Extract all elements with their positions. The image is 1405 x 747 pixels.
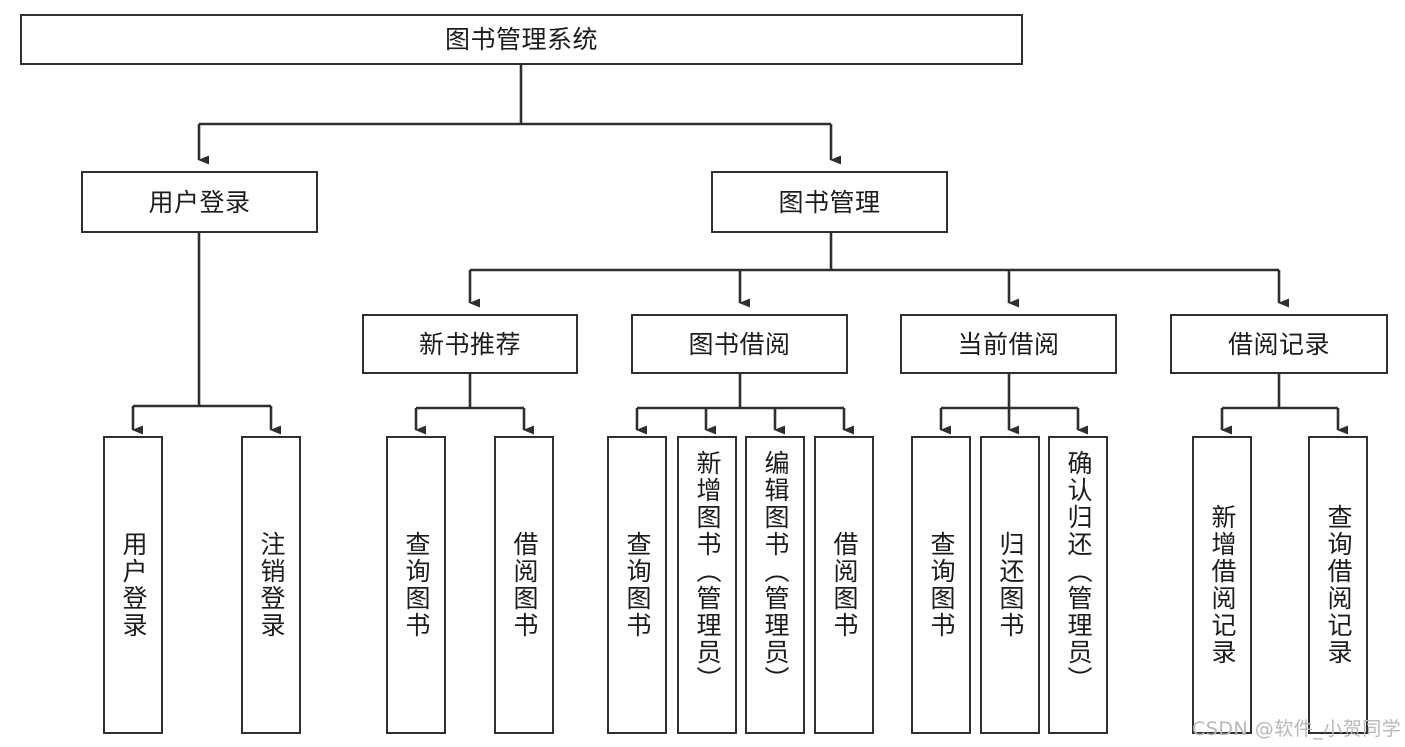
node-label: 借阅图书 [510,531,539,639]
node-book-management[interactable]: 图书管理 [711,171,948,233]
leaf-borrow-book-newbook[interactable]: 借阅图书 [494,436,554,734]
leaf-confirm-return-admin[interactable]: 确认归还（管理员） [1048,436,1108,734]
node-borrow-record[interactable]: 借阅记录 [1170,314,1388,374]
node-label: 当前借阅 [957,329,1060,359]
leaf-edit-book-admin[interactable]: 编辑图书（管理员） [745,436,805,734]
node-user-login[interactable]: 用户登录 [81,171,318,233]
leaf-query-book-newbook[interactable]: 查询图书 [386,436,446,734]
node-label: 图书借阅 [688,329,791,359]
node-label: 用户登录 [148,187,251,217]
node-label: 新增借阅记录 [1208,504,1237,666]
node-root-system[interactable]: 图书管理系统 [20,14,1023,65]
node-label: 查询图书 [623,531,652,639]
node-label: 编辑图书（管理员） [761,450,790,693]
leaf-add-borrow-record[interactable]: 新增借阅记录 [1192,436,1252,734]
leaf-query-book-borrow[interactable]: 查询图书 [607,436,667,734]
node-label: 图书管理系统 [444,25,598,54]
node-label: 归还图书 [996,531,1025,639]
leaf-query-borrow-record[interactable]: 查询借阅记录 [1308,436,1368,734]
node-label: 查询借阅记录 [1324,504,1353,666]
node-book-borrow[interactable]: 图书借阅 [631,314,848,374]
node-new-book-recommend[interactable]: 新书推荐 [362,314,578,374]
leaf-user-login[interactable]: 用户登录 [103,436,163,734]
node-label: 新书推荐 [418,329,521,359]
node-label: 查询图书 [402,531,431,639]
leaf-query-book-current[interactable]: 查询图书 [911,436,971,734]
leaf-logout[interactable]: 注销登录 [241,436,301,734]
node-label: 用户登录 [119,531,148,639]
node-label: 新增图书（管理员） [693,450,722,693]
leaf-borrow-book[interactable]: 借阅图书 [814,436,874,734]
leaf-return-book[interactable]: 归还图书 [980,436,1040,734]
node-label: 确认归还（管理员） [1064,450,1093,693]
watermark-credit: CSDN @软件_小贺同学 [1192,718,1402,740]
node-label: 借阅图书 [830,531,859,639]
node-label: 借阅记录 [1227,329,1330,359]
node-label: 查询图书 [927,531,956,639]
node-label: 注销登录 [257,531,286,639]
leaf-add-book-admin[interactable]: 新增图书（管理员） [677,436,737,734]
node-label: 图书管理 [778,187,881,217]
node-current-borrow[interactable]: 当前借阅 [900,314,1117,374]
